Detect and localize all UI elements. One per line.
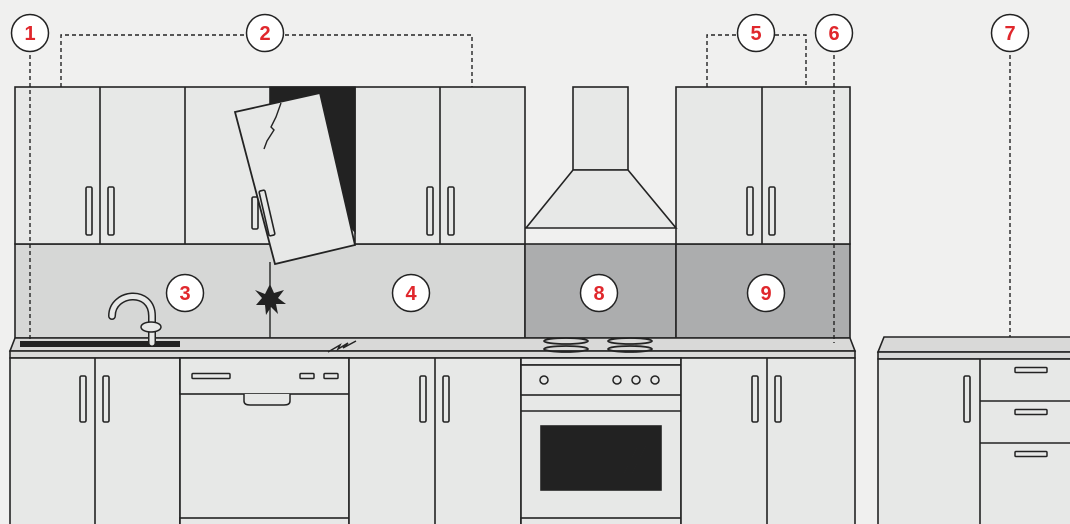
backsplash xyxy=(14,243,851,339)
marker-8: 8 xyxy=(579,273,619,313)
marker-label: 3 xyxy=(179,283,190,305)
hood-chimney xyxy=(572,86,629,171)
burner xyxy=(543,337,589,345)
oven-window-glare xyxy=(621,445,639,478)
wall-cabinets xyxy=(14,86,851,266)
drawer-handle xyxy=(1014,450,1048,458)
marker-label: 5 xyxy=(750,23,761,45)
marker-circle xyxy=(736,13,776,53)
cabinet-handle xyxy=(107,186,115,236)
oven-knob xyxy=(539,375,549,385)
oven-knob xyxy=(631,375,641,385)
leader-5-right xyxy=(775,34,807,87)
burner xyxy=(607,337,653,345)
base-cabinet-right xyxy=(680,357,856,524)
marker-circle xyxy=(746,273,786,313)
countertop-edge xyxy=(9,350,856,359)
marker-label: 1 xyxy=(24,23,35,45)
dishwasher-handle xyxy=(243,394,291,406)
faucet-base xyxy=(140,321,162,333)
dishwasher-kickplate xyxy=(179,517,350,524)
electric-cooktop-icon xyxy=(543,337,653,353)
dishwasher-icon xyxy=(179,357,350,524)
sink-faucet-icon xyxy=(108,292,162,347)
leader-2-right xyxy=(285,34,473,87)
marker-circle xyxy=(245,13,285,53)
marker-5: 5 xyxy=(736,13,776,53)
marker-label: 7 xyxy=(1004,23,1015,45)
marker-label: 8 xyxy=(593,283,604,305)
dishwasher-panel xyxy=(179,357,350,395)
marker-circle xyxy=(391,273,431,313)
marker-4: 4 xyxy=(391,273,431,313)
callout-markers: 1 2 3 4 5 6 7 8 9 xyxy=(10,13,1030,313)
oven-window xyxy=(540,425,662,491)
cabinet-handle xyxy=(251,196,259,230)
dishwasher-button xyxy=(299,372,315,380)
marker-circle xyxy=(990,13,1030,53)
impact-burst-icon xyxy=(255,284,286,315)
island-countertop xyxy=(876,336,1070,353)
marker-9: 9 xyxy=(746,273,786,313)
wall-cabinet-right xyxy=(675,86,851,245)
oven-drawer xyxy=(520,517,682,524)
cabinet-handle xyxy=(102,375,110,423)
island-cabinet xyxy=(877,358,1070,524)
cabinet-handle xyxy=(85,186,93,236)
leader-5-left xyxy=(706,34,738,87)
cabinet-handle xyxy=(774,375,782,423)
oven-top-strip xyxy=(520,357,682,366)
marker-circle xyxy=(10,13,50,53)
marker-label: 2 xyxy=(259,23,270,45)
marker-circle xyxy=(165,273,205,313)
marker-3: 3 xyxy=(165,273,205,313)
cabinet-handle xyxy=(447,186,455,236)
island-countertop-edge xyxy=(877,351,1070,360)
cabinet-handle xyxy=(419,375,427,423)
leader-lines xyxy=(29,34,1011,343)
marker-6: 6 xyxy=(814,13,854,53)
countertop xyxy=(8,284,857,359)
drawer-handle xyxy=(1014,408,1048,416)
dishwasher-button xyxy=(323,372,339,380)
marker-7: 7 xyxy=(990,13,1030,53)
marker-2: 2 xyxy=(245,13,285,53)
base-cabinets xyxy=(9,357,856,524)
burner xyxy=(607,345,653,353)
marker-circle xyxy=(579,273,619,313)
burner xyxy=(543,345,589,353)
cabinet-handle xyxy=(768,186,776,236)
cabinet-handle xyxy=(426,186,434,236)
broken-cabinet-door-icon xyxy=(233,91,357,266)
cabinet-handle xyxy=(751,375,759,423)
crack-icon xyxy=(327,340,357,353)
door-crack xyxy=(263,102,282,150)
drawer-handle xyxy=(1014,366,1048,374)
leader-2-left xyxy=(60,34,246,87)
marker-label: 6 xyxy=(828,23,839,45)
cabinet-handle xyxy=(442,375,450,423)
hood-canopy xyxy=(524,169,678,229)
oven-knob xyxy=(612,375,622,385)
kitchen-artwork xyxy=(8,34,1070,524)
cabinet-handle xyxy=(746,186,754,236)
dishwasher-label-slot xyxy=(191,372,231,380)
marker-1: 1 xyxy=(10,13,50,53)
sink-basin xyxy=(20,341,180,347)
oven-window-glare xyxy=(629,441,649,478)
oven-knob xyxy=(650,375,660,385)
marker-label: 4 xyxy=(405,283,417,305)
cabinet-handle xyxy=(79,375,87,423)
cabinet-handle xyxy=(258,189,276,237)
marker-label: 9 xyxy=(760,283,771,305)
faucet-body xyxy=(109,294,155,346)
marker-circle xyxy=(814,13,854,53)
island-unit xyxy=(876,336,1070,524)
oven-icon xyxy=(520,357,682,524)
range-hood-icon xyxy=(524,86,678,229)
cabinet-handle xyxy=(963,375,971,423)
